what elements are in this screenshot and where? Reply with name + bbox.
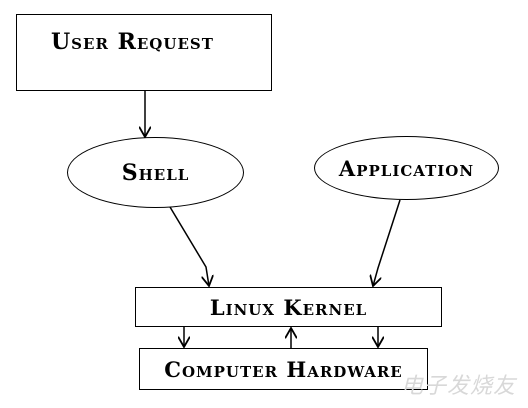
computer-hardware-label: Computer Hardware <box>164 356 403 382</box>
arrow-application-to-kernel <box>373 199 401 286</box>
application-ellipse: Application <box>314 136 499 200</box>
application-label: Application <box>338 155 475 181</box>
user-request-box: User Request <box>16 14 272 91</box>
linux-kernel-box: Linux Kernel <box>135 287 442 327</box>
watermark-logo: 电子发烧友 <box>400 374 516 399</box>
linux-kernel-label: Linux Kernel <box>209 294 368 320</box>
arrow-shell-to-kernel <box>169 206 209 286</box>
user-request-label: User Request <box>51 29 214 55</box>
computer-hardware-box: Computer Hardware <box>139 348 428 390</box>
shell-ellipse: Shell <box>67 137 244 208</box>
shell-label: Shell <box>121 159 190 186</box>
